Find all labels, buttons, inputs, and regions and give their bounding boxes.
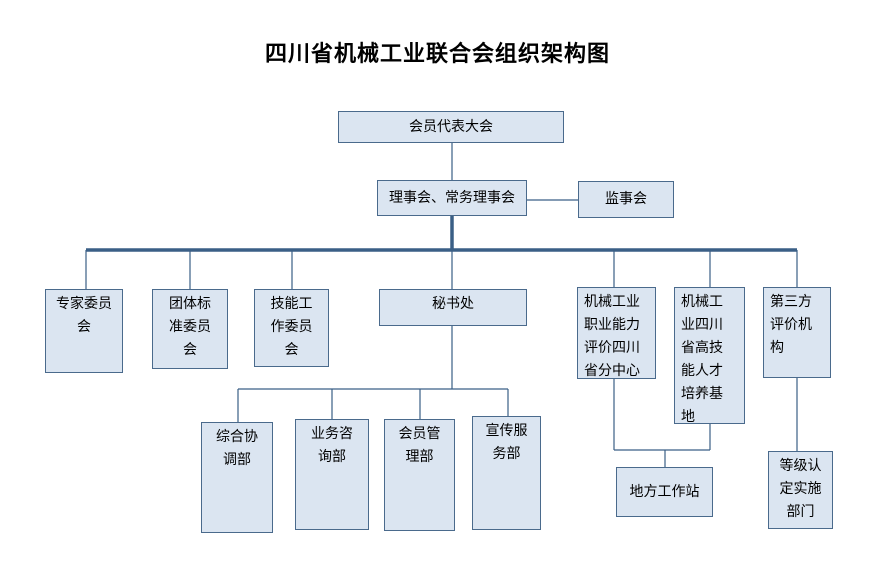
- node-expert-committee: 专家委员 会: [45, 289, 123, 373]
- node-publicity-dept: 宣传服 务部: [472, 416, 541, 530]
- node-talent-base: 机械工 业四川 省高技 能人才 培养基 地: [674, 287, 745, 425]
- node-vocational-eval-center: 机械工业 职业能力 评价四川 省分中心: [577, 287, 656, 379]
- node-grading-dept: 等级认 定实施 部门: [768, 451, 833, 529]
- node-member-mgmt-dept: 会员管 理部: [384, 419, 455, 531]
- node-supervisory: 监事会: [578, 181, 674, 218]
- node-skills-committee: 技能工 作委员 会: [254, 289, 329, 367]
- node-consulting-dept: 业务咨 询部: [295, 419, 369, 530]
- node-secretariat: 秘书处: [379, 289, 527, 326]
- node-council: 理事会、常务理事会: [377, 180, 527, 216]
- node-group-standard-committee: 团体标 准委员 会: [152, 289, 228, 369]
- node-third-party-eval: 第三方 评价机 构: [763, 287, 831, 378]
- node-local-stations: 地方工作站: [616, 467, 713, 517]
- node-coordination-dept: 综合协 调部: [201, 422, 273, 533]
- chart-title: 四川省机械工业联合会组织架构图: [264, 42, 610, 67]
- node-assembly: 会员代表大会: [338, 111, 564, 143]
